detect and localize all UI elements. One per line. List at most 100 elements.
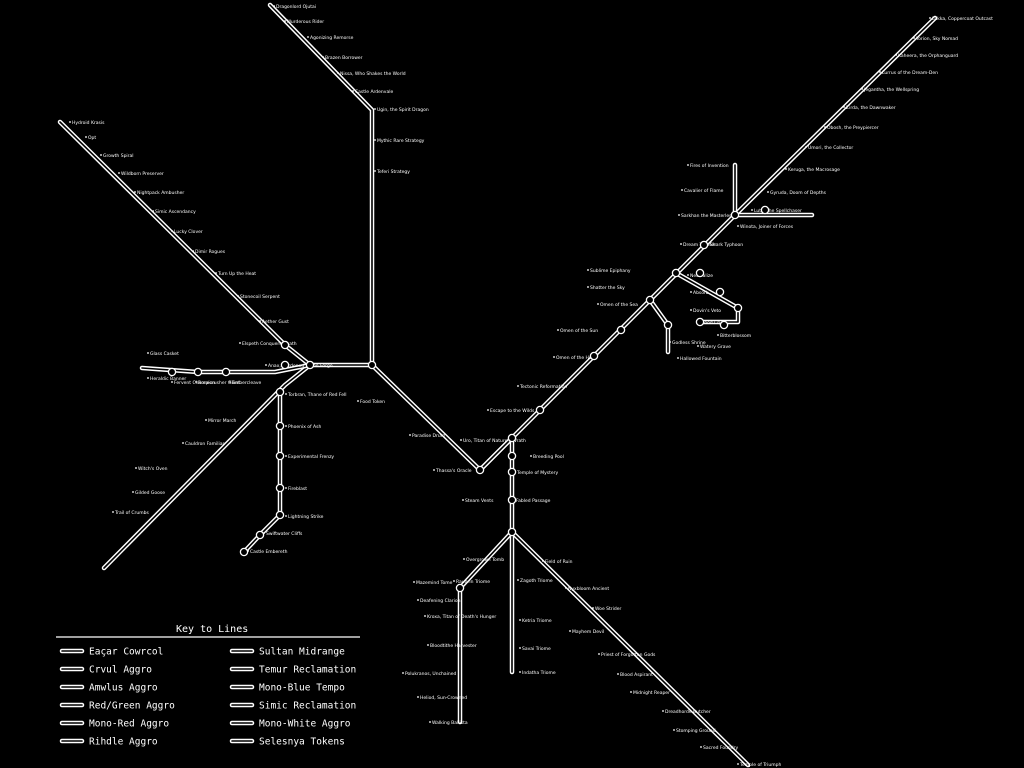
- station-label: Turn Up the Heat: [217, 271, 256, 277]
- interchange-station: [663, 320, 673, 330]
- interchange-station: [695, 268, 705, 278]
- station-label: Watery Grave: [700, 344, 731, 350]
- station-label: Paradise Druid: [412, 433, 445, 439]
- station-label: Absorb: [693, 290, 709, 296]
- interchange-station: [507, 451, 517, 461]
- station-label: Glass Casket: [150, 351, 179, 357]
- station-label: Lucky Clover: [174, 229, 203, 235]
- route-west-inner: [103, 364, 311, 569]
- station-label: Breeding Pool: [533, 454, 564, 460]
- station-label: Gilded Goose: [135, 490, 165, 496]
- interchange-station: [671, 268, 681, 278]
- legend-line-name: Sultan Midrange: [259, 647, 345, 658]
- route-west-loop: [241, 389, 283, 555]
- station-label: Trail of Crumbs: [114, 510, 149, 516]
- station-label: Ketria Triome: [522, 618, 552, 624]
- station-label: Mythic Rare Strategy: [377, 138, 425, 144]
- interchange-station: [507, 495, 517, 505]
- interchange-station: [589, 351, 599, 361]
- legend-line-name: Temur Reclamation: [259, 665, 356, 676]
- station-label: Savai Triome: [522, 646, 551, 652]
- station-label: Dream Trawler: [683, 242, 716, 248]
- interchange-station: [193, 367, 203, 377]
- station-label: Yorion, Sky Nomad: [915, 36, 958, 42]
- station-label: Sublime Epiphany: [590, 268, 631, 274]
- station-label: Kroxa, Titan of Death's Hunger: [427, 614, 496, 620]
- station-label: Brazen Borrower: [325, 55, 363, 61]
- station-label: Winota, Joiner of Forces: [740, 224, 794, 230]
- station-label: Temple of Mystery: [516, 470, 558, 476]
- station-label: Heraldic Banner: [150, 376, 186, 382]
- station-label: Food Token: [360, 399, 385, 405]
- legend-line-name: Rihdle Aggro: [89, 737, 158, 748]
- station-label: Polukranos, Unchained: [405, 671, 457, 677]
- station-label: Fervent Champion: [174, 380, 215, 386]
- interchange-station: [455, 583, 465, 593]
- station-label: Blood Aspirant: [620, 672, 653, 678]
- station-label: Sacred Foundry: [703, 745, 738, 751]
- legend-line-name: Crvul Aggro: [89, 665, 152, 676]
- station-label: Indatha Triome: [522, 670, 556, 676]
- station-label: Dimir Rogues: [195, 249, 226, 255]
- interchange-station: [719, 320, 729, 330]
- interchange-station: [275, 483, 285, 493]
- station-label: Opt: [88, 135, 96, 141]
- interchange-station: [760, 205, 770, 215]
- station-label: Mayhem Devil: [572, 629, 604, 635]
- station-label: Murderous Rider: [287, 19, 324, 25]
- station-label: Sarkhan the Masterless: [681, 213, 735, 219]
- station-label: Fabled Passage: [516, 498, 551, 504]
- station-label: Aether Gust: [262, 319, 289, 325]
- route-west-loop-inner: [243, 391, 281, 553]
- station-label: Temple of Triumph: [739, 762, 781, 768]
- station-label: Simic Ascendancy: [155, 209, 196, 215]
- station-label: Nightpack Ambusher: [137, 190, 184, 196]
- interchange-station: [730, 210, 740, 220]
- station-label: Nyxbloom Ancient: [568, 586, 609, 592]
- interchange-station: [507, 527, 517, 537]
- station-label: Walking Ballista: [432, 720, 468, 726]
- station-label: Shatter the Sky: [590, 285, 625, 291]
- interchange-station: [275, 451, 285, 461]
- station-label: Thassa's Oracle: [435, 468, 472, 474]
- legend-line-name: Mono-Red Aggro: [89, 719, 169, 730]
- station-label: Escape to the Wilds: [490, 408, 535, 414]
- interchange-station: [475, 465, 485, 475]
- station-label: Tectonic Reformation: [519, 384, 567, 390]
- station-label: Castle Ardenvale: [355, 89, 393, 95]
- interchange-station: [699, 240, 709, 250]
- interchange-station: [715, 287, 725, 297]
- station-label: Experimental Frenzy: [288, 454, 334, 460]
- interchange-station: [280, 360, 290, 370]
- station-label: Anax, Hardened in the Forge: [268, 363, 333, 369]
- station-label: Lutri, the Spellchaser: [754, 208, 802, 214]
- station-label: Lurrus of the Dream-Den: [882, 70, 938, 76]
- legend-line-name: Simic Reclamation: [259, 701, 356, 712]
- interchange-station: [221, 367, 231, 377]
- legend-title: Key to Lines: [176, 624, 248, 635]
- interchange-station: [255, 530, 265, 540]
- station-label: Hallowed Fountain: [680, 356, 722, 362]
- station-label: Lukka, Coppercoat Outcast: [932, 16, 993, 22]
- interchange-station: [645, 295, 655, 305]
- station-label: Torbran, Thane of Red Fell: [287, 392, 347, 398]
- station-label: Midnight Reaper: [633, 690, 670, 696]
- legend-line-name: Amwlus Aggro: [89, 683, 158, 694]
- station-label: Gyruda, Doom of Depths: [770, 190, 827, 196]
- station-label: Teferi Strategy: [376, 169, 410, 175]
- station-label: Blood Crypt: [700, 320, 727, 326]
- station-label: Stonecoil Serpent: [240, 294, 280, 300]
- station-label: Deafening Clarion: [420, 598, 461, 604]
- interchange-station: [167, 367, 177, 377]
- station-label: Mirror March: [208, 418, 237, 424]
- interchange-station: [535, 405, 545, 415]
- station-label: Wildborn Preserver: [121, 171, 164, 177]
- interchange-station: [275, 510, 285, 520]
- station-label: Keruga, the Macrosage: [788, 167, 840, 173]
- interchange-station: [507, 433, 517, 443]
- station-label: Phoenix of Ash: [288, 424, 321, 430]
- station-label: Fireblast: [288, 486, 307, 492]
- station-label: Castle Embereth: [250, 549, 288, 555]
- station-label: Hydroid Krasis: [72, 120, 105, 126]
